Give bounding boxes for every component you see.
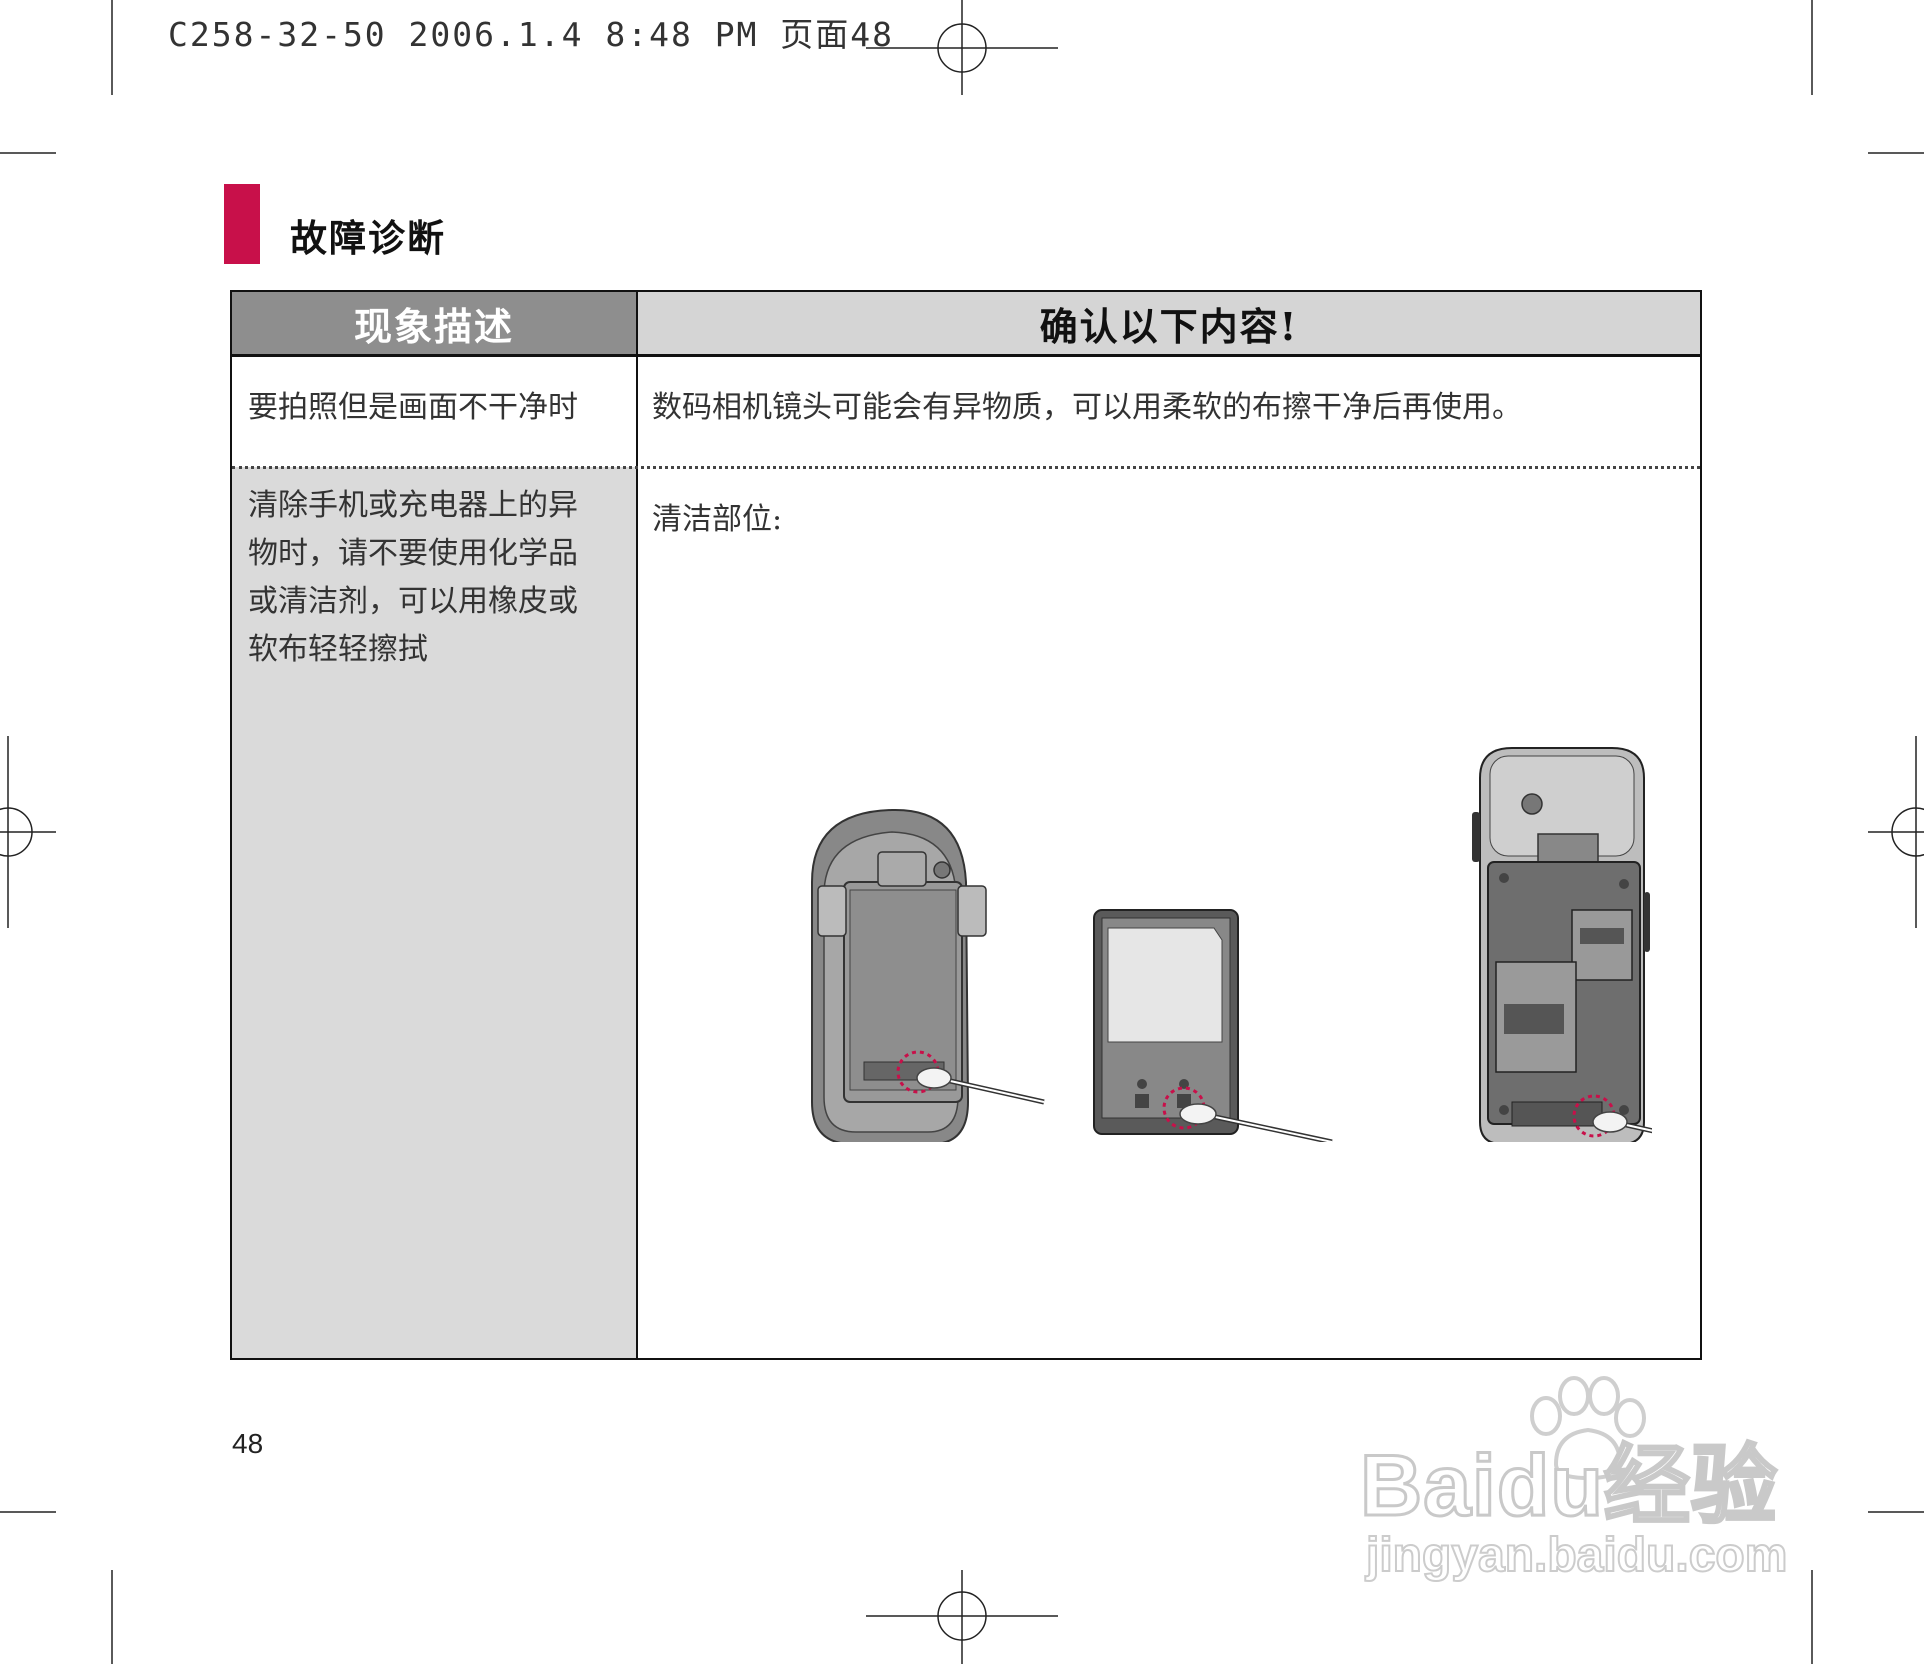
row-2-action: 清洁部位: xyxy=(652,502,783,537)
row-2-symptom-line: 物时，请不要使用化学品 xyxy=(248,536,578,571)
row-2-symptom-line: 或清洁剂，可以用橡皮或 xyxy=(248,584,578,619)
symptom-column-background xyxy=(232,354,637,1358)
header-symptom: 现象描述 xyxy=(232,292,636,354)
section-accent-bar xyxy=(224,184,260,264)
header-rule xyxy=(232,354,1700,357)
battery-illustration xyxy=(1093,909,1333,1142)
row-2-symptom-line: 清除手机或充电器上的异 xyxy=(248,488,578,523)
charger-illustration xyxy=(811,808,1045,1142)
watermark-url: jingyan.baidu.com xyxy=(1365,1528,1788,1583)
row-2-symptom-line: 软布轻轻擦拭 xyxy=(248,632,428,667)
paw-print-icon xyxy=(1530,1376,1646,1481)
watermark-logo: Baidu经验 xyxy=(1359,1437,1779,1536)
row-1-action: 数码相机镜头可能会有异物质，可以用柔软的布擦干净后再使用。 xyxy=(652,390,1522,425)
section-title: 故障诊断 xyxy=(290,217,446,260)
row-1-symptom: 要拍照但是画面不干净时 xyxy=(248,390,578,425)
cleaning-points-illustration xyxy=(811,747,1652,1142)
row-1-symptom-background xyxy=(232,357,636,467)
header-check: 确认以下内容! xyxy=(638,292,1700,354)
column-divider xyxy=(636,292,638,1358)
troubleshooting-table: 现象描述 确认以下内容! 要拍照但是画面不干净时 数码相机镜头可能会有异物质，可… xyxy=(230,290,1702,1360)
row-2-symptom: 清除手机或充电器上的异 物时，请不要使用化学品 或清洁剂，可以用橡皮或 软布轻轻… xyxy=(248,482,578,674)
page-number: 48 xyxy=(232,1428,264,1459)
phone-back-illustration xyxy=(1472,747,1652,1142)
print-header: C258-32-50 2006.1.4 8:48 PM 页面48 xyxy=(168,15,895,54)
row-divider xyxy=(232,466,1700,469)
